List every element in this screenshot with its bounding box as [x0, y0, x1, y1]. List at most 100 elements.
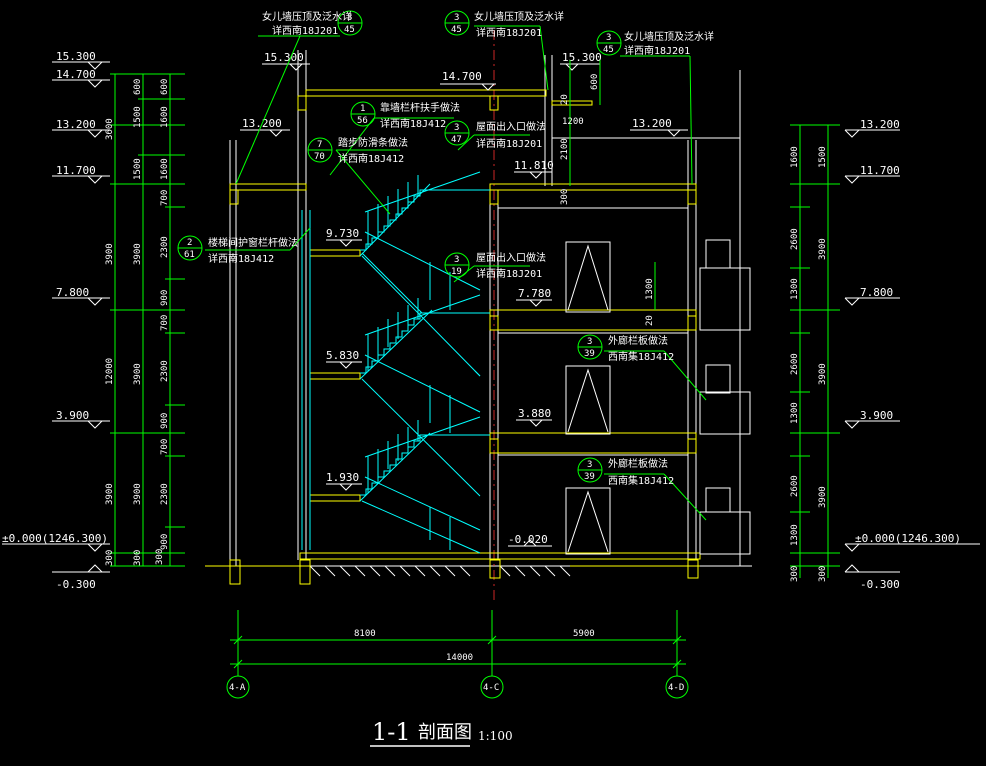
level-left-14700: 14.700: [56, 68, 96, 81]
callout-5-num: 7: [317, 140, 322, 150]
callout-7-text1: 屋面出入口做法: [476, 251, 546, 264]
title-subtitle: 剖面图: [418, 722, 472, 743]
axis-dimension-lines: [226, 610, 689, 699]
dim-left-outer-0: 3600: [105, 118, 115, 140]
dim-right-outer-1: 3900: [818, 238, 828, 260]
level-inner-1930: 1.930: [326, 471, 359, 484]
dim-right-inner-0: 1600: [790, 146, 800, 168]
axis-label-4a: 4-A: [229, 683, 246, 693]
dim-left-inner-0: 600: [160, 79, 170, 95]
callout-3-sheet: 56: [357, 116, 368, 126]
level-inner-3880: 3.880: [518, 407, 551, 420]
dim-right-outer-3: 3900: [818, 486, 828, 508]
callout-1-text1: 女儿墙压顶及泛水详: [474, 10, 564, 23]
level-right-minus300: -0.300: [860, 578, 900, 591]
dim-misc-5: 1300: [645, 278, 655, 300]
level-right-3900: 3.900: [860, 409, 893, 422]
dim-misc-2: 1200: [562, 117, 584, 127]
callout-6-num: 2: [187, 238, 192, 248]
level-inner-9730: 9.730: [326, 227, 359, 240]
dim-left-inner-4: 2300: [160, 236, 170, 258]
ground-line: [205, 565, 752, 577]
level-left-3900: 3.900: [56, 409, 89, 422]
callout-8-sheet: 39: [584, 349, 595, 359]
dim-left-inner-7: 2300: [160, 360, 170, 382]
callout-5-text1: 踏步防滑条做法: [338, 136, 408, 149]
dim-misc-4: 300: [560, 189, 570, 205]
callout-2-sheet: 45: [603, 45, 614, 55]
dim-right-inner-7: 300: [790, 566, 800, 582]
callout-2-num: 3: [606, 33, 611, 43]
level-right-11700: 11.700: [860, 164, 900, 177]
callout-9-sheet: 39: [584, 472, 595, 482]
stair-flights: [301, 171, 490, 554]
dim-left-inner-9: 700: [160, 439, 170, 455]
level-right-13200: 13.200: [860, 118, 900, 131]
inner-dimension-lines: [569, 60, 656, 310]
dim-left-inner-10: 2300: [160, 483, 170, 505]
dim-left-mid-1: 1500: [133, 106, 143, 128]
level-left-15300: 15.300: [56, 50, 96, 63]
level-inner-11810: 11.810: [514, 159, 554, 172]
floor-slabs: [205, 89, 701, 585]
callout-5-text2: 详西南18J412: [338, 152, 404, 165]
dim-misc-3: 2100: [560, 138, 570, 160]
dim-left-inner-11: 300: [155, 549, 165, 565]
callout-0-text2: 详西南18J201: [272, 24, 338, 37]
inner-level-markers: [240, 63, 688, 547]
dim-left-inner-5: 900: [160, 290, 170, 306]
level-inner-7780: 7.780: [518, 287, 551, 300]
callout-0-sheet: 45: [344, 25, 355, 35]
callout-4-text1: 屋面出入口做法: [476, 120, 546, 133]
left-dimension-lines: [110, 73, 185, 567]
callout-8-text1: 外廊栏板做法: [608, 334, 668, 347]
dim-left-outer-1: 3900: [105, 243, 115, 265]
dim-left-inner-3: 700: [160, 190, 170, 206]
callout-4-num: 3: [454, 123, 459, 133]
title-scale: 1:100: [478, 729, 513, 743]
drawing-title: 1-1 剖面图 1:100: [370, 718, 513, 747]
dim-left-inner-8: 900: [160, 413, 170, 429]
callout-2-text2: 详西南18J201: [624, 44, 690, 57]
callout-4-sheet: 47: [451, 135, 462, 145]
dim-left-mid-4: 3900: [133, 363, 143, 385]
dim-left-mid-5: 3900: [133, 483, 143, 505]
callout-1-text2: 详西南18J201: [476, 26, 542, 39]
axis-dim-8100: 8100: [354, 629, 376, 639]
walls: [229, 50, 741, 566]
callout-8-text2: 西南集18J412: [608, 350, 674, 363]
dim-misc-0: 600: [590, 74, 600, 90]
dim-right-outer-2: 3900: [818, 363, 828, 385]
level-inner-15300-a: 15.300: [264, 51, 304, 64]
dim-left-inner-6: 700: [160, 315, 170, 331]
callout-3-num: 1: [360, 104, 365, 114]
callout-7-sheet: 19: [451, 267, 462, 277]
axis-dim-5900: 5900: [573, 629, 595, 639]
callout-6-text2: 详西南18J412: [208, 252, 274, 265]
callout-6-sheet: 61: [184, 250, 195, 260]
level-left-7800: 7.800: [56, 286, 89, 299]
dim-misc-1: 20: [560, 94, 570, 105]
dim-misc-6: 20: [645, 315, 655, 326]
doors: [565, 241, 611, 555]
axis-label-4d: 4-D: [668, 683, 684, 693]
title-number: 1-1: [372, 718, 411, 746]
callout-1-num: 3: [454, 13, 459, 23]
dim-right-inner-3: 2600: [790, 353, 800, 375]
level-left-ground: ±0.000(1246.300): [2, 532, 108, 545]
balcony-railings: [699, 239, 751, 555]
callout-5-sheet: 70: [314, 152, 325, 162]
callout-3-text1: 靠墙栏杆扶手做法: [380, 101, 460, 114]
callout-7-num: 3: [454, 255, 459, 265]
dim-right-inner-2: 1300: [790, 278, 800, 300]
dim-left-inner-12: 900: [160, 534, 170, 550]
dim-left-inner-1: 1600: [160, 106, 170, 128]
dim-right-outer-4: 300: [818, 566, 828, 582]
level-left-11700: 11.700: [56, 164, 96, 177]
callout-0-num: 3: [347, 13, 352, 23]
level-inner-minus020: -0.020: [508, 533, 548, 546]
dim-left-outer-4: 300: [105, 550, 115, 566]
right-level-markers: [844, 129, 980, 573]
dim-left-outer-2: 12000: [105, 358, 115, 385]
